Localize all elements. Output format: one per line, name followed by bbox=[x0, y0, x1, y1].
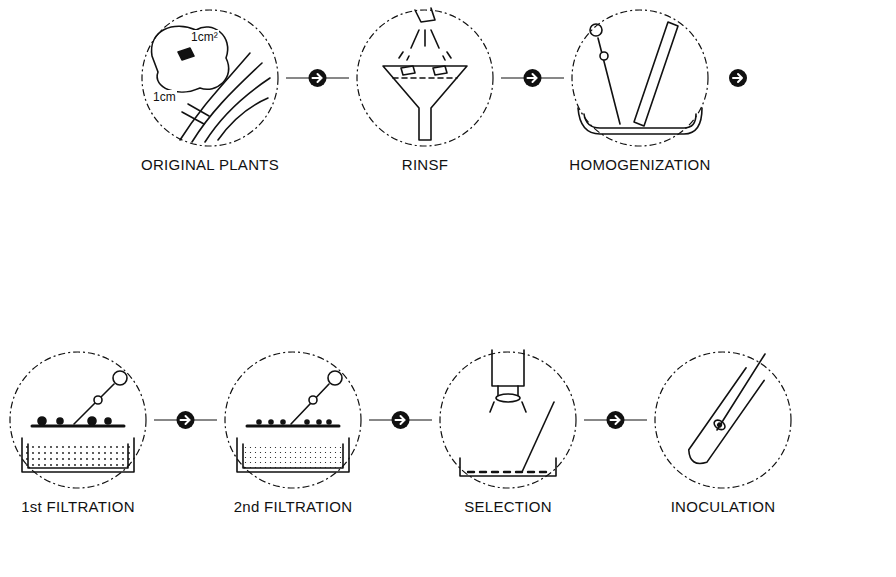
step-circle: INOCULATION bbox=[653, 350, 793, 490]
step-label: HOMOGENIZATION bbox=[569, 156, 710, 173]
microscope-sketch bbox=[460, 350, 556, 476]
step-circle: ORIGINAL PLANTS bbox=[140, 8, 280, 148]
plant-sketch bbox=[152, 26, 270, 142]
step-label: 1st FILTRATION bbox=[21, 498, 135, 515]
homogenizer-sketch bbox=[578, 22, 702, 134]
dimension-label: 1cm² bbox=[190, 30, 219, 44]
step-label: SELECTION bbox=[464, 498, 552, 515]
step-arrow bbox=[501, 69, 564, 87]
step-arrow bbox=[286, 69, 349, 87]
step-label: INOCULATION bbox=[671, 498, 776, 515]
step-label: ORIGINAL PLANTS bbox=[141, 156, 279, 173]
step-arrow bbox=[154, 411, 217, 429]
step-circle: 2nd FILTRATION bbox=[223, 350, 363, 490]
step-circle: SELECTION bbox=[438, 350, 578, 490]
dashed-circle bbox=[355, 8, 495, 148]
dashed-circle bbox=[570, 8, 710, 148]
arrow-icon bbox=[729, 69, 747, 87]
step-circle: 1st FILTRATION bbox=[8, 350, 148, 490]
dimension-label: 1cm bbox=[152, 90, 177, 104]
step-label: RINSF bbox=[402, 156, 449, 173]
step-label: 2nd FILTRATION bbox=[234, 498, 353, 515]
dashed-circle bbox=[140, 8, 280, 148]
step-arrow bbox=[584, 411, 647, 429]
funnel-sketch bbox=[383, 8, 467, 140]
step-arrow bbox=[369, 411, 432, 429]
dashed-circle bbox=[438, 350, 578, 490]
step-circle: HOMOGENIZATION bbox=[570, 8, 710, 148]
filter-sketch bbox=[22, 371, 134, 472]
dashed-circle bbox=[223, 350, 363, 490]
dashed-circle bbox=[653, 350, 793, 490]
tube-sketch bbox=[685, 354, 765, 468]
step-circle: RINSF bbox=[355, 8, 495, 148]
dashed-circle bbox=[8, 350, 148, 490]
filter-sketch bbox=[237, 371, 349, 472]
